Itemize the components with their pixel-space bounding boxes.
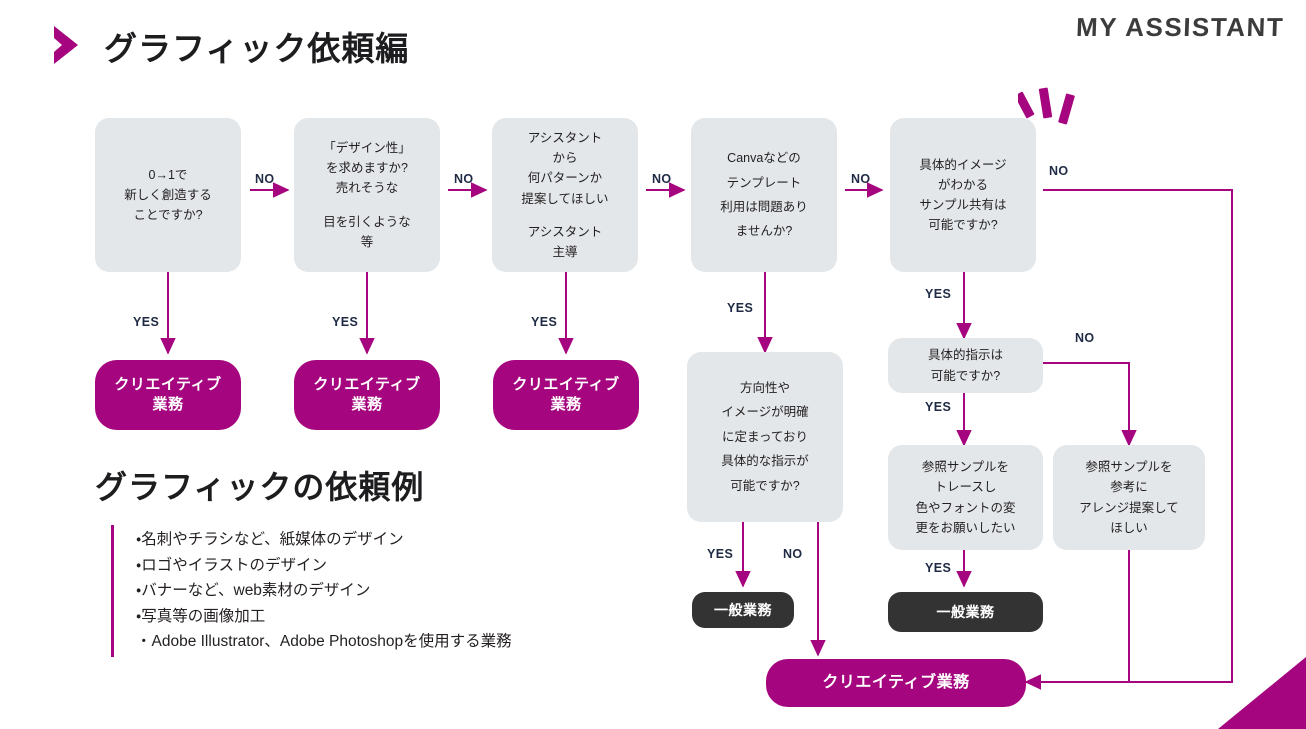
q1-line-0: 0→1で [148,167,188,182]
outcome-creative-1[interactable]: クリエイティブ 業務 [95,360,241,430]
q6-line-4: 可能ですか? [730,478,800,493]
decision-node-q5[interactable]: 具体的イメージ がわかる サンプル共有は 可能ですか? [890,118,1036,272]
edge-label-q3-no: NO [652,172,672,186]
examples-list: ・名刺やチラシなど、紙媒体のデザイン ・ロゴやイラストのデザイン ・バナーなど、… [111,525,512,657]
q6-line-0: 方向性や [739,381,790,396]
q6-line-3: 具体的な指示が [721,454,809,469]
q7-line-0: 具体的指示は [927,348,1003,363]
creative-final-line-0: クリエイティブ業務 [822,674,970,692]
outcome-creative-2[interactable]: クリエイティブ 業務 [294,360,440,430]
outcome-general-2[interactable]: 一般業務 [888,592,1043,632]
decision-node-q1[interactable]: 0→1で 新しく創造する ことですか? [95,118,241,272]
q6-line-2: に定まっており [721,429,808,444]
q2-sub-0: 目を引くような [323,214,411,229]
creative3-line-0: クリエイティブ [512,375,620,393]
decision-node-q4[interactable]: Canvaなどの テンプレート 利用は問題あり ませんか? [691,118,837,272]
creative2-line-0: クリエイティブ [313,375,421,393]
list-item: ・名刺やチラシなど、紙媒体のデザイン [136,531,404,548]
sparkle-icon [1018,87,1075,125]
decision-node-q7[interactable]: 具体的指示は 可能ですか? [888,338,1043,393]
q1-line-1: 新しく創造する [124,187,212,202]
q2-line-2: 売れそうな [335,181,399,196]
decision-node-q9[interactable]: 参照サンプルを 参考に アレンジ提案して ほしい [1053,445,1205,550]
edge-label-q6-no: NO [783,547,803,561]
q2-line-1: を求めますか? [326,161,408,176]
q9-line-0: 参照サンプルを [1085,460,1173,474]
creative1-line-0: クリエイティブ [114,375,222,393]
list-item: ・写真等の画像加工 [136,607,266,625]
outcome-creative-3[interactable]: クリエイティブ 業務 [493,360,639,430]
q5-line-3: 可能ですか? [928,218,998,233]
edge-label-q5-no: NO [1049,164,1069,178]
q2-sub-1: 等 [360,234,374,249]
decision-node-q8[interactable]: 参照サンプルを トレースし 色やフォントの変 更をお願いしたい [888,445,1043,550]
examples-heading: グラフィックの依頼例 [95,469,425,505]
general2-line-0: 一般業務 [936,604,995,620]
q2-line-0: 「デザイン性」 [323,140,411,155]
edge-label-q5-yes: YES [925,287,952,301]
edge-label-q7-yes: YES [925,400,952,414]
list-item: ・Adobe Illustrator、Adobe Photoshopを使用する業… [136,633,512,651]
edge-label-q2-yes: YES [332,315,359,329]
outcome-creative-final[interactable]: クリエイティブ業務 [766,659,1026,707]
q3-line-1: から [552,151,578,165]
q5-line-2: サンプル共有は [919,198,1007,212]
q3-sub-1: 主導 [552,245,578,259]
creative2-line-1: 業務 [351,396,383,413]
edge-label-q2-no: NO [454,172,474,186]
q8-line-2: 色やフォントの変 [915,500,1016,515]
q8-line-1: トレースし [934,480,997,495]
q8-line-3: 更をお願いしたい [915,520,1016,535]
q1-line-2: ことですか? [133,208,203,223]
list-item: ・バナーなど、web素材のデザイン [136,582,371,600]
edge-label-q8-yes: YES [925,561,952,575]
list-item: ・ロゴやイラストのデザイン [136,556,327,574]
q5-line-1: がわかる [937,177,988,192]
q3-line-3: 提案してほしい [521,191,609,206]
edge-label-q1-no: NO [255,172,275,186]
q4-line-1: テンプレート [726,175,802,190]
q4-line-3: ませんか? [735,224,793,239]
edge-label-q1-yes: YES [133,315,160,329]
q3-sub-0: アシスタント [527,224,603,239]
q3-line-2: 何パターンか [527,171,603,186]
edge-label-q4-no: NO [851,172,871,186]
edge-label-q3-yes: YES [531,315,558,329]
corner-triangle-decoration [1218,657,1306,729]
page-title: グラフィック依頼編 [104,30,410,67]
decision-node-q6[interactable]: 方向性や イメージが明確 に定まっており 具体的な指示が 可能ですか? [687,352,843,522]
edge-label-q4-yes: YES [727,301,754,315]
creative1-line-1: 業務 [152,396,184,413]
decision-node-q2[interactable]: 「デザイン性」 を求めますか? 売れそうな 目を引くような 等 [294,118,440,272]
q4-line-0: Canvaなどの [727,151,801,166]
q9-line-2: アレンジ提案して [1079,500,1179,515]
decision-node-q3[interactable]: アシスタント から 何パターンか 提案してほしい アシスタント 主導 [492,118,638,272]
q3-line-0: アシスタント [527,130,603,145]
q9-line-3: ほしい [1110,520,1148,535]
q8-line-0: 参照サンプルを [921,460,1010,474]
general1-line-0: 一般業務 [714,602,772,618]
edge-label-q7-no: NO [1075,331,1095,345]
q9-line-1: 参考に [1110,480,1148,495]
q4-line-2: 利用は問題あり [720,200,808,214]
outcome-general-1[interactable]: 一般業務 [692,592,794,628]
creative3-line-1: 業務 [550,396,582,413]
chevron-right-icon [54,26,78,64]
q5-line-0: 具体的イメージ [919,157,1007,172]
edge-label-q6-yes: YES [707,547,734,561]
q7-line-1: 可能ですか? [930,368,1001,383]
q6-line-1: イメージが明確 [721,405,809,420]
